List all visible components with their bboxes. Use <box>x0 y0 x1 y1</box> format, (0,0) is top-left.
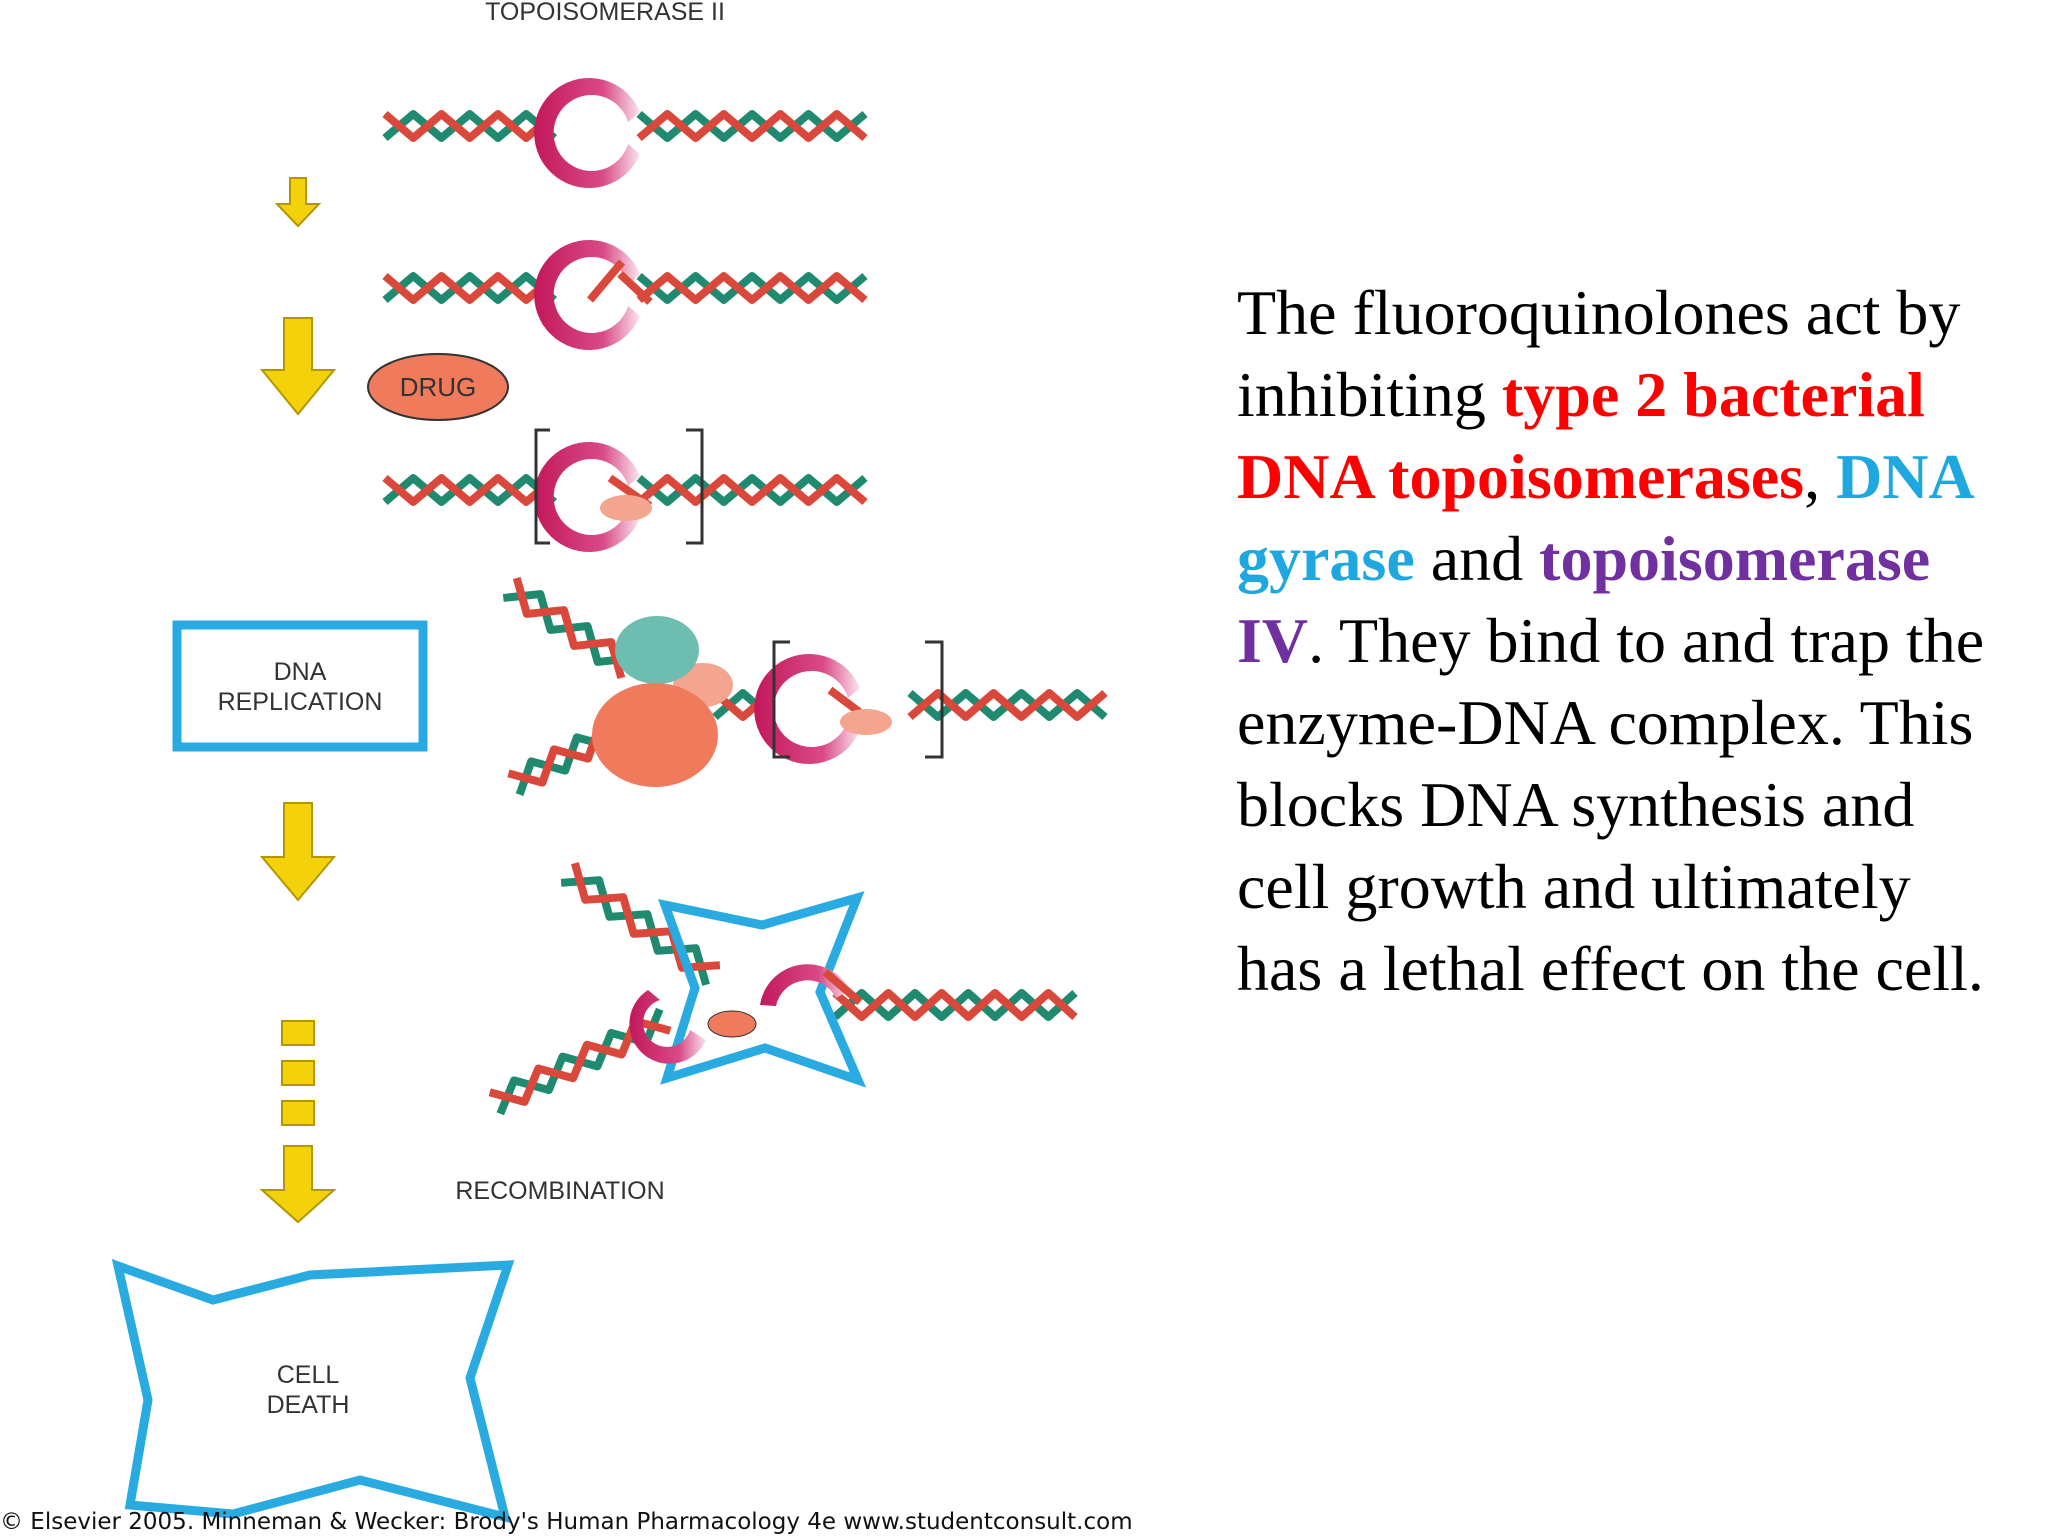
recombination-label: RECOMBINATION <box>455 1177 664 1205</box>
bracket-right-3 <box>686 428 704 545</box>
explanation-text: The fluoroquinolones act by inhibiting t… <box>1237 272 1997 1010</box>
enzyme-topoisomerase-1 <box>534 78 640 189</box>
cell-death-label-1: CELL <box>277 1361 340 1389</box>
dna-replication-label-2: REPLICATION <box>218 688 383 716</box>
flow-dash-3 <box>281 1100 315 1126</box>
caption-text-1: The fluoroquinolones act by inhibiting <box>1237 277 1961 430</box>
enzyme-drug-complex-3 <box>534 442 653 552</box>
replication-fork-upper-arm <box>502 576 636 680</box>
recombination-burst <box>658 891 867 1088</box>
enzyme-topoisomerase-2 <box>534 240 653 350</box>
broken-dna-upper <box>560 862 721 986</box>
highlight-topoisomerase-iv: topoisomerase IV <box>1237 523 1931 676</box>
flow-arrow-1 <box>274 177 322 228</box>
bracket-right-4 <box>925 640 944 759</box>
cell-death-burst <box>111 1259 515 1524</box>
enzyme-fragment-right <box>760 964 863 1006</box>
highlight-type2-topoisomerases: type 2 bacterial DNA topoisomerases <box>1237 359 1925 512</box>
dna-helix-3 <box>382 474 868 506</box>
broken-dna-lower <box>488 1007 672 1116</box>
bracket-left-3 <box>534 428 550 545</box>
caption-text-4: . They bind to and trap the enzyme-DNA c… <box>1237 605 1985 1004</box>
dna-replication-label-1: DNA <box>274 658 327 686</box>
drug-label: DRUG <box>400 372 477 402</box>
caption-text-2: , <box>1804 441 1837 512</box>
drug-molecule <box>367 353 509 421</box>
dna-helix-2 <box>382 272 868 304</box>
replication-machinery <box>592 616 733 787</box>
highlight-dna-gyrase: DNA gyrase <box>1237 441 1972 594</box>
copyright-credit: © Elsevier 2005. Minneman & Wecker: Brod… <box>0 1509 1133 1535</box>
broken-dna-right <box>832 989 1078 1021</box>
enzyme-drug-complex-4 <box>754 654 892 765</box>
dna-helix-1 <box>382 110 868 142</box>
topoisomerase-ii-label: TOPOISOMERASE II <box>485 0 725 26</box>
flow-dash-1 <box>281 1020 315 1046</box>
bracket-left-4 <box>772 640 790 759</box>
flow-arrow-2 <box>259 317 337 416</box>
flow-arrow-4 <box>259 1145 337 1224</box>
caption-text-3: and <box>1414 523 1540 594</box>
flow-dash-2 <box>281 1060 315 1086</box>
cell-death-label-2: DEATH <box>267 1391 350 1419</box>
dna-replication-box <box>172 620 428 752</box>
enzyme-fragment-left <box>629 990 757 1064</box>
flow-arrow-3 <box>259 802 337 902</box>
